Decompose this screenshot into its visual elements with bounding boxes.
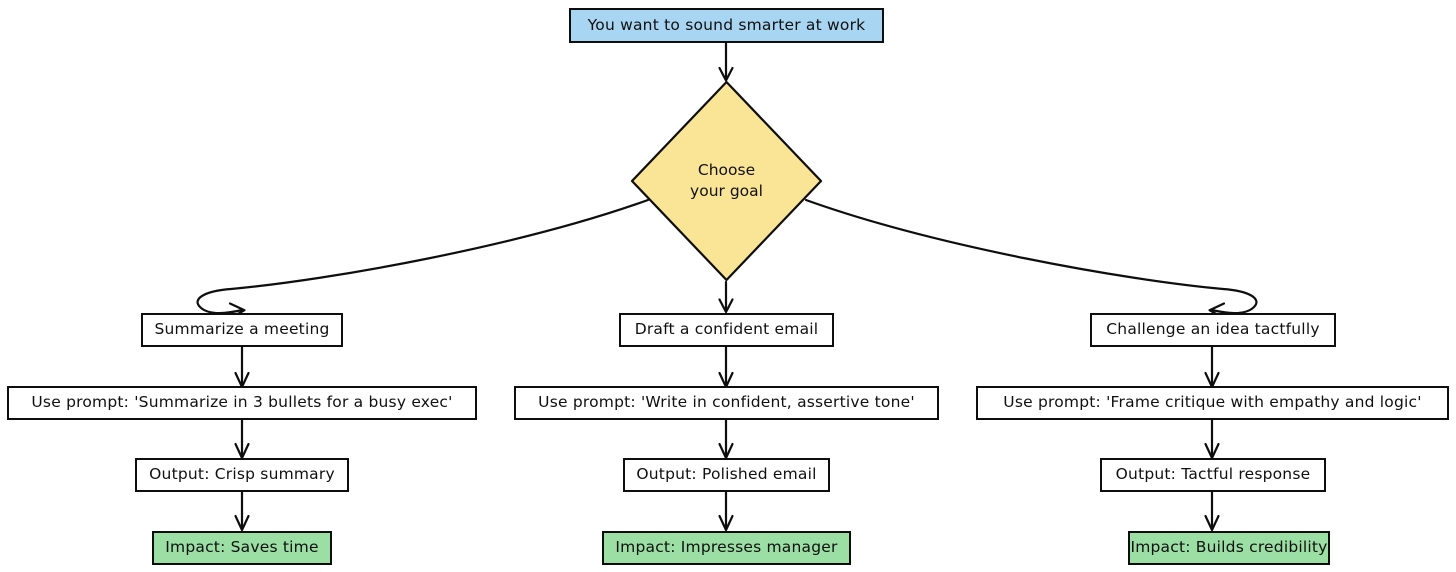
edge-right-output-to-impact-head — [1204, 514, 1220, 532]
node-prompt-challenge[interactable]: Use prompt: 'Frame critique with empathy… — [976, 386, 1449, 420]
edge-right-prompt-to-output-head — [1204, 442, 1220, 460]
diamond-shape — [630, 80, 823, 282]
decision-label-line1: Choose — [697, 161, 756, 180]
node-impact-challenge[interactable]: Impact: Builds credibility — [1128, 531, 1330, 565]
edge-mid-prompt-to-output-head — [718, 442, 734, 460]
node-decision[interactable]: Choose your goal — [630, 80, 823, 282]
edge-mid-goal-to-prompt-head — [718, 371, 734, 389]
decision-label-line2: your goal — [690, 182, 763, 200]
node-prompt-email[interactable]: Use prompt: 'Write in confident, asserti… — [514, 386, 939, 420]
edge-start-to-decision-head — [718, 66, 734, 82]
node-goal-email[interactable]: Draft a confident email — [619, 313, 834, 347]
node-impact-email[interactable]: Impact: Impresses manager — [602, 531, 851, 565]
edge-left-goal-to-prompt-head — [234, 371, 250, 389]
edge-right-goal-to-prompt-head — [1204, 371, 1220, 389]
edge-left-prompt-to-output-head — [234, 442, 250, 460]
edge-left-output-to-impact-head — [234, 514, 250, 532]
node-output-summarize[interactable]: Output: Crisp summary — [135, 458, 349, 492]
node-output-challenge[interactable]: Output: Tactful response — [1100, 458, 1326, 492]
node-prompt-summarize[interactable]: Use prompt: 'Summarize in 3 bullets for … — [7, 386, 477, 420]
edge-mid-output-to-impact-head — [718, 514, 734, 532]
edge-decision-to-mid-goal-head — [718, 298, 734, 314]
edge-decision-to-left-goal — [196, 198, 650, 315]
node-goal-summarize[interactable]: Summarize a meeting — [141, 313, 343, 347]
node-goal-challenge[interactable]: Challenge an idea tactfully — [1090, 313, 1336, 347]
node-output-email[interactable]: Output: Polished email — [623, 458, 830, 492]
node-impact-summarize[interactable]: Impact: Saves time — [152, 531, 332, 565]
node-start[interactable]: You want to sound smarter at work — [569, 8, 884, 43]
edge-decision-to-right-goal — [804, 198, 1258, 315]
decision-label: Choose your goal — [630, 80, 823, 282]
